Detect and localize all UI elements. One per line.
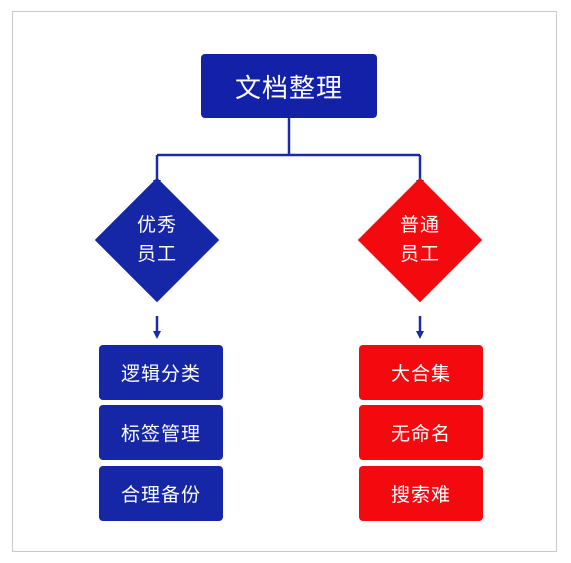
right-decision-label: 普通 员工 (380, 211, 460, 269)
left-decision-label-line1: 优秀 (136, 214, 177, 236)
left-item-2: 标签管理 (99, 405, 223, 460)
left-decision-label-line2: 员工 (136, 243, 177, 265)
left-item-1: 逻辑分类 (99, 345, 223, 400)
right-item-3: 搜索难 (359, 466, 483, 521)
left-decision-label: 优秀 员工 (117, 211, 197, 269)
right-item-1: 大合集 (359, 345, 483, 400)
root-node: 文档整理 (201, 54, 377, 118)
right-item-2: 无命名 (359, 405, 483, 460)
right-decision-label-line1: 普通 (399, 214, 440, 236)
left-item-3: 合理备份 (99, 466, 223, 521)
right-decision-label-line2: 员工 (399, 243, 440, 265)
